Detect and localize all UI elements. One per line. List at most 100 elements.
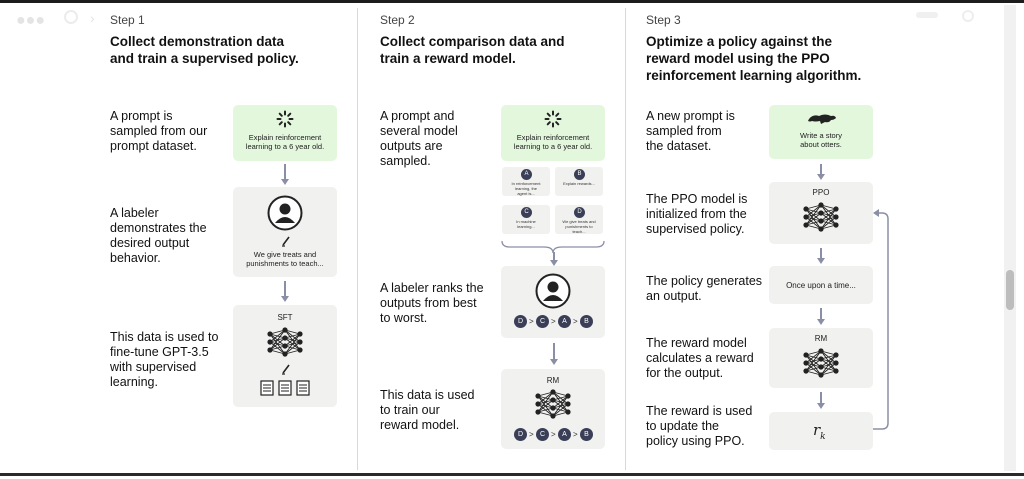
labeler-avatar-icon xyxy=(535,273,571,309)
step-2-label: Step 2 xyxy=(380,13,415,27)
step-2-title: Collect comparison data and train a rewa… xyxy=(380,33,620,67)
step-2-desc-1: A prompt and several model outputs are s… xyxy=(380,109,458,169)
prompt-line: learning to a 6 year old. xyxy=(513,142,593,151)
rank-separator: > xyxy=(573,317,578,326)
demo-line: We give treats and xyxy=(253,250,317,259)
step-1-title: Collect demonstration data and train a s… xyxy=(110,33,350,67)
output-line: agent is... xyxy=(517,191,535,196)
step-2-labeler-box: D > C > A > B xyxy=(501,266,605,338)
spinner-icon xyxy=(544,110,562,128)
output-text: We give treats and punishments to teach.… xyxy=(557,219,601,234)
step-3-desc-1: A new prompt is sampled from the dataset… xyxy=(646,109,735,154)
browser-reload-icon[interactable] xyxy=(64,10,78,24)
neural-network-icon xyxy=(803,202,839,232)
desc-line: The policy generates xyxy=(646,274,763,288)
step-2-title-line: train a reward model. xyxy=(380,51,516,66)
labeler-avatar-icon xyxy=(267,195,303,231)
desc-line: outputs are xyxy=(380,139,443,153)
prompt-text: Explain reinforcement learning to a 6 ye… xyxy=(503,133,603,151)
step-3-title-line: reinforcement learning algorithm. xyxy=(646,68,862,83)
scrollbar-thumb[interactable] xyxy=(1006,270,1014,310)
output-card-c: C In machine learning... xyxy=(502,205,550,234)
desc-line: the dataset. xyxy=(646,139,712,153)
rank-badge: D xyxy=(514,315,527,328)
step-3-label: Step 3 xyxy=(646,13,681,27)
output-text: In reinforcement learning, the agent is.… xyxy=(504,181,548,196)
desc-line: outputs from best xyxy=(380,296,477,310)
step-1-desc-3: This data is used to fine-tune GPT-3.5 w… xyxy=(110,330,218,390)
desc-line: desired output xyxy=(110,236,190,250)
step-2-prompt-box: Explain reinforcement learning to a 6 ye… xyxy=(501,105,605,161)
desc-line: for the output. xyxy=(646,366,724,380)
desc-line: prompt dataset. xyxy=(110,139,197,153)
rm-label: RM xyxy=(546,376,560,385)
otter-icon xyxy=(808,114,836,124)
desc-line: sampled from our xyxy=(110,124,208,138)
desc-line: The reward is used xyxy=(646,404,753,418)
rank-separator: > xyxy=(551,317,556,326)
step-3-desc-4: The reward model calculates a reward for… xyxy=(646,336,754,381)
desc-line: reward model. xyxy=(380,418,460,432)
neural-network-icon xyxy=(803,348,839,378)
browser-menu-icon[interactable] xyxy=(916,12,938,18)
rank-badge: C xyxy=(536,315,549,328)
prompt-line: Explain reinforcement xyxy=(516,133,590,142)
prompt-text: Explain reinforcement learning to a 6 ye… xyxy=(235,133,335,151)
step-3-desc-2: The PPO model is initialized from the su… xyxy=(646,192,747,237)
output-line: learning... xyxy=(517,224,535,229)
desc-line: several model xyxy=(380,124,458,138)
rank-separator: > xyxy=(529,317,534,326)
output-line: Explain rewards... xyxy=(563,181,595,186)
neural-network-icon xyxy=(535,389,571,419)
rm-label: RM xyxy=(814,334,828,343)
output-line: learning, the xyxy=(514,186,537,191)
demo-line: punishments to teach... xyxy=(246,259,324,268)
desc-line: to update the xyxy=(646,419,719,433)
desc-line: an output. xyxy=(646,289,702,303)
policy-output-text: Once upon a time... xyxy=(786,281,856,290)
ranking-row: D > C > A > B xyxy=(514,428,594,442)
desc-line: sampled from xyxy=(646,124,722,138)
output-text: Explain rewards... xyxy=(557,181,601,186)
step-1-desc-2: A labeler demonstrates the desired outpu… xyxy=(110,206,207,266)
desc-line: A new prompt is xyxy=(646,109,735,123)
desc-line: demonstrates the xyxy=(110,221,207,235)
rank-badge: D xyxy=(514,428,527,441)
flow-arrow xyxy=(817,392,825,409)
flow-arrow xyxy=(281,281,289,302)
demo-text: We give treats and punishments to teach.… xyxy=(235,250,335,268)
browser-profile-icon[interactable] xyxy=(962,10,974,22)
rank-badge: B xyxy=(580,428,593,441)
document-icon xyxy=(260,380,310,396)
desc-line: A prompt and xyxy=(380,109,455,123)
output-line: punishments to xyxy=(565,224,593,229)
browser-logo-icon: ●●● xyxy=(16,12,45,29)
desc-line: with supervised xyxy=(110,360,197,374)
pencil-icon xyxy=(282,364,290,375)
step-3-reward-box: rk xyxy=(769,412,873,450)
column-divider-1 xyxy=(357,8,358,470)
reward-value: rk xyxy=(813,421,826,442)
rank-badge: A xyxy=(558,315,571,328)
step-3-rm-box: RM xyxy=(769,328,873,388)
desc-line: sampled. xyxy=(380,154,431,168)
browser-forward-icon[interactable]: › xyxy=(90,10,95,26)
prompt-line: Explain reinforcement xyxy=(248,133,322,142)
output-badge: D xyxy=(574,207,585,218)
desc-line: calculates a reward xyxy=(646,351,754,365)
step-2-title-line: Collect comparison data and xyxy=(380,34,565,49)
desc-line: to train our xyxy=(380,403,440,417)
step-3-ppo-box: PPO xyxy=(769,182,873,244)
flow-arrow xyxy=(817,308,825,325)
output-card-d: D We give treats and punishments to teac… xyxy=(555,205,603,234)
vertical-scrollbar[interactable] xyxy=(1004,5,1016,471)
step-1-title-line: Collect demonstration data xyxy=(110,34,285,49)
output-line: In machine xyxy=(516,219,536,224)
step-1-prompt-box: Explain reinforcement learning to a 6 ye… xyxy=(233,105,337,161)
output-line: We give treats and xyxy=(562,219,596,224)
desc-line: This data is used to xyxy=(110,330,219,344)
rank-badge: C xyxy=(536,428,549,441)
window-top-border xyxy=(0,0,1024,3)
step-2-desc-3: This data is used to train our reward mo… xyxy=(380,388,475,433)
rank-separator: > xyxy=(551,430,556,439)
